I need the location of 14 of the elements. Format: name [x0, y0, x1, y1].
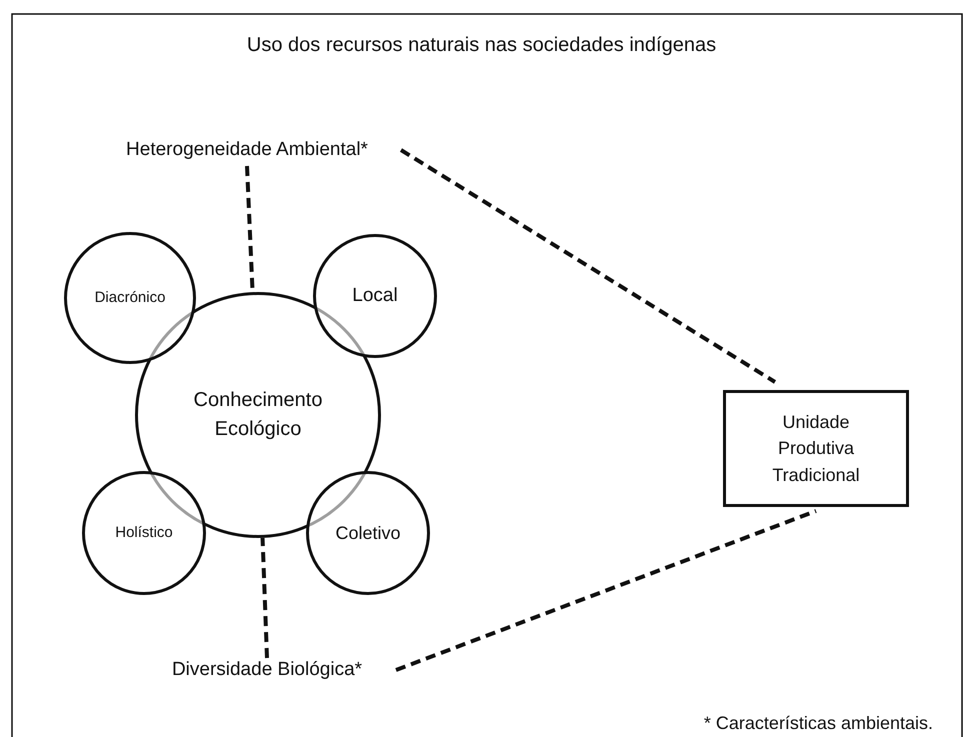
node-label: Coletivo — [335, 522, 401, 545]
dashed-connector — [260, 538, 269, 658]
node-label: Conhecimento Ecológico — [192, 388, 324, 442]
diagram-title: Uso dos recursos naturais nas sociedades indígenas — [246, 34, 718, 57]
concept-box — [723, 390, 909, 507]
dashed-connector — [395, 509, 817, 672]
dashed-connector — [400, 148, 776, 384]
node-label: Local — [352, 284, 398, 308]
node-label: Unidade Produtiva Tradicional — [771, 411, 861, 487]
node-label: Diacrónico — [94, 288, 166, 308]
node-text: Diversidade Biológica* — [172, 658, 362, 682]
node-text: Heterogeneidade Ambiental* — [126, 138, 368, 162]
node-label: Holístico — [115, 523, 173, 544]
footnote: * Características ambientais. — [704, 713, 933, 734]
